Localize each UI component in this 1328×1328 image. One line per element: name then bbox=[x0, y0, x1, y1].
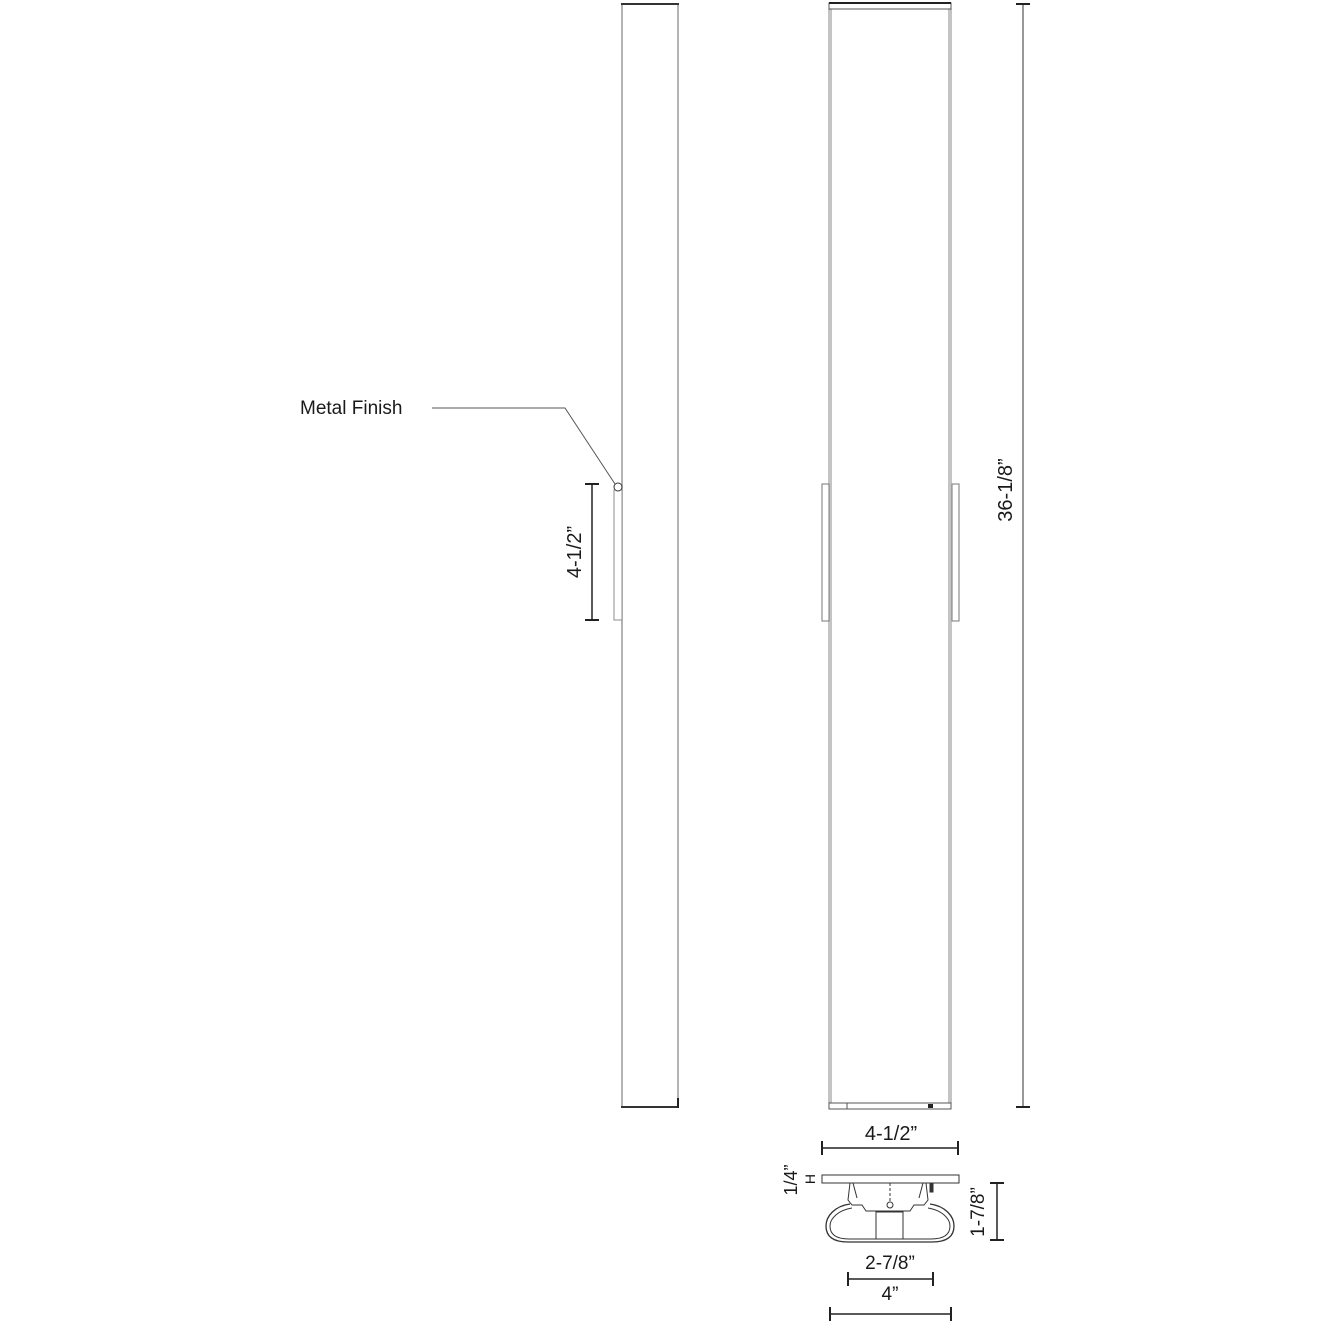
overall-height-dim-label: 36-1/8” bbox=[995, 458, 1017, 521]
front-left-backplate bbox=[821, 483, 830, 622]
front-bottom-switch bbox=[928, 1104, 933, 1108]
front-view: 36-1/8” 4-1/2” bbox=[821, 2, 1030, 1155]
metal-finish-leader bbox=[432, 407, 616, 485]
section-bracket bbox=[847, 1182, 929, 1212]
side-backplate-dim-label: 4-1/2” bbox=[564, 526, 586, 578]
section-backplate bbox=[821, 1174, 960, 1184]
section-diffuser bbox=[825, 1203, 955, 1243]
metal-finish-marker bbox=[613, 482, 623, 492]
front-right-backplate bbox=[951, 483, 960, 622]
metal-finish-label: Metal Finish bbox=[300, 398, 402, 419]
backplate-thickness-marker: H bbox=[802, 1174, 818, 1184]
inner-width-dim-label: 2-7/8” bbox=[865, 1253, 915, 1274]
backplate-thickness-label: 1/4” bbox=[781, 1164, 801, 1195]
outer-width-dim-label: 4” bbox=[882, 1284, 899, 1305]
section-driver bbox=[875, 1211, 904, 1240]
cross-section: 1/4” H 1-7/8” 2-7/8” 4” bbox=[781, 1164, 1004, 1321]
front-bottom-cap bbox=[828, 1102, 952, 1110]
depth-dim-label: 1-7/8” bbox=[968, 1187, 989, 1237]
front-width-dim-label: 4-1/2” bbox=[865, 1123, 917, 1145]
side-view: Metal Finish 4-1/2” bbox=[300, 3, 679, 1108]
side-backplate bbox=[613, 489, 623, 621]
side-view-body bbox=[621, 3, 679, 1108]
